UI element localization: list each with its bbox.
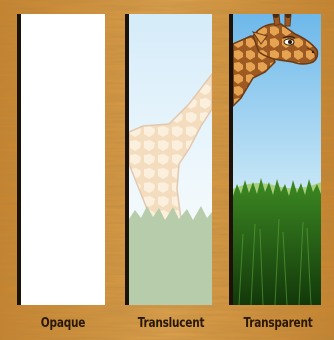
giraffe-illustration-faded [129,14,212,305]
giraffe-illustration [233,14,321,305]
transparent-label: Transparent [231,312,325,334]
translucent-panel [129,14,212,305]
transparent-panel [233,14,321,305]
translucent-label: Translucent [123,312,218,334]
opaque-fill [21,14,105,305]
opaque-label: Opaque [20,312,106,334]
opaque-panel [21,14,105,305]
